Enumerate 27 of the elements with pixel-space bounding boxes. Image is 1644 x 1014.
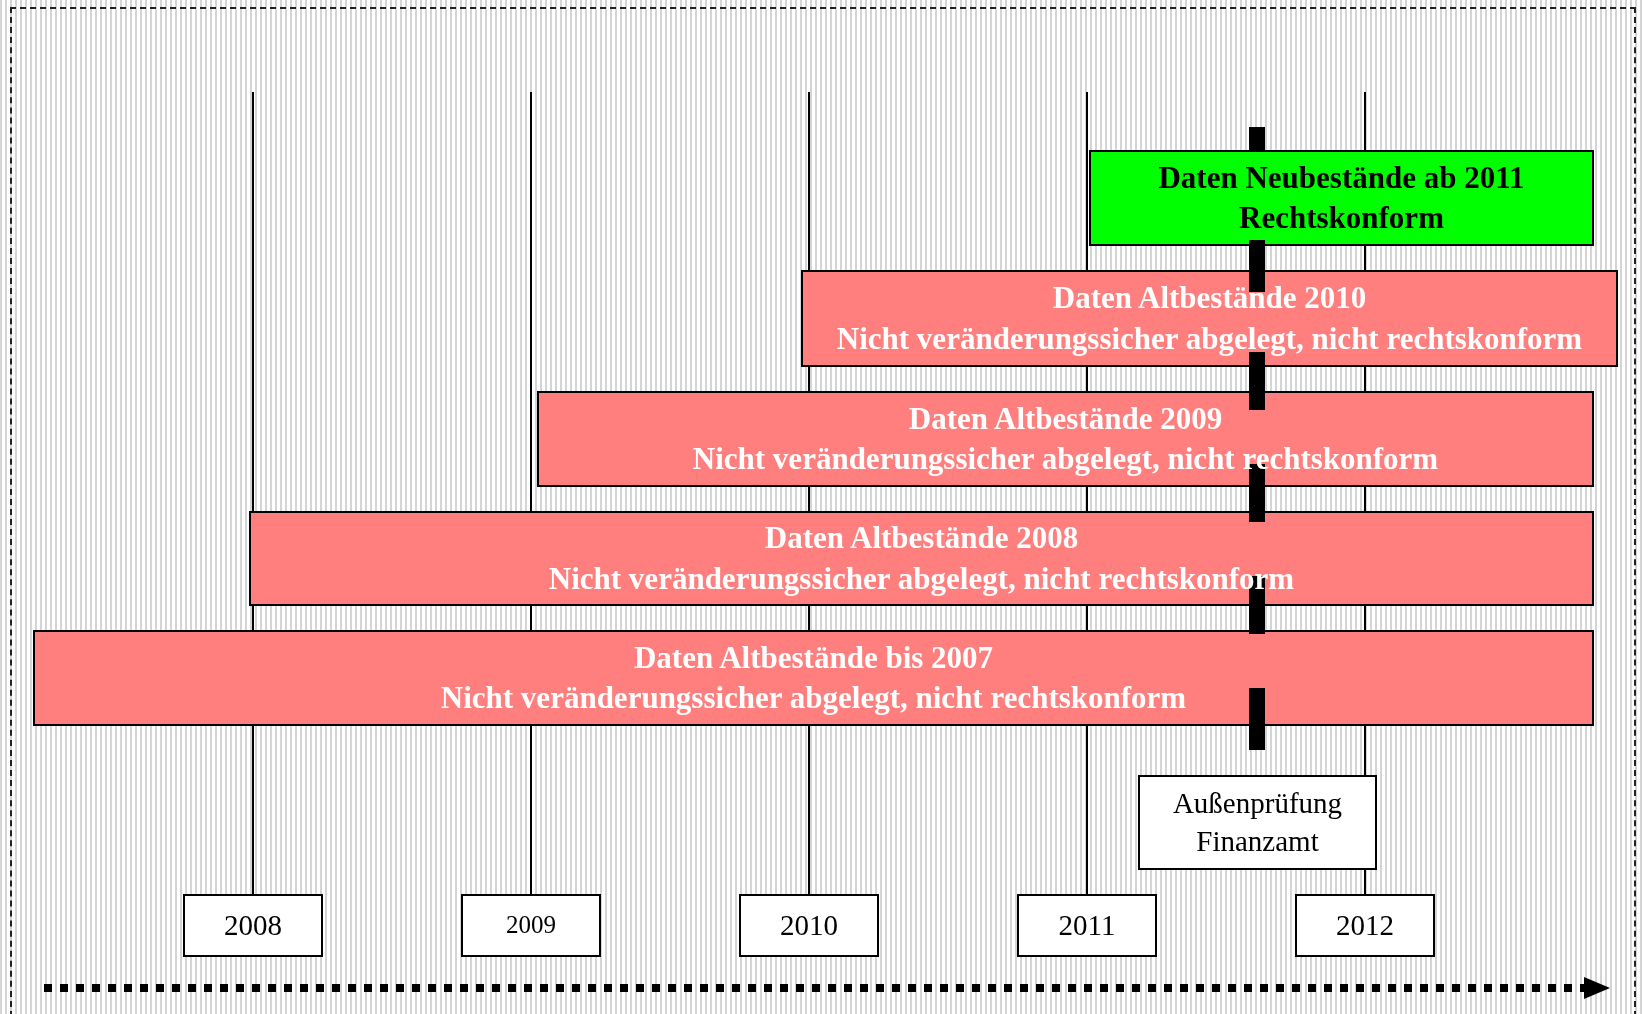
timeline-bar bbox=[33, 630, 1594, 726]
bar-title: Daten Altbestände 2008 bbox=[764, 519, 1079, 558]
bar-text: Nicht veränderungssicher abgelegt, nicht rechtskonform bbox=[692, 440, 1439, 478]
year-label: 2010 bbox=[780, 907, 838, 943]
timeline-bar bbox=[249, 511, 1594, 606]
bar-text: Nicht veränderungssicher abgelegt, nicht rechtskonform bbox=[440, 679, 1187, 717]
bar-title: Daten Altbestände 2010 bbox=[1052, 279, 1367, 318]
year-label: 2012 bbox=[1336, 907, 1394, 943]
bar-text: Nicht veränderungssicher abgelegt, nicht rechtskonform bbox=[548, 559, 1295, 598]
timeline-bar bbox=[1089, 150, 1594, 246]
bar-title: Daten Altbestände bis 2007 bbox=[633, 638, 994, 677]
year-box bbox=[461, 894, 601, 957]
bar-text: Rechtskonform bbox=[1239, 199, 1444, 237]
year-box bbox=[1295, 894, 1435, 957]
year-box bbox=[1017, 894, 1157, 957]
bar-title: Daten Neubestände ab 2011 bbox=[1158, 158, 1525, 197]
note-box bbox=[1138, 775, 1377, 870]
bar-text: Außenprüfung Finanzamt bbox=[1171, 785, 1344, 859]
year-label: 2011 bbox=[1058, 907, 1116, 943]
year-box bbox=[183, 894, 323, 957]
timeline-bar bbox=[537, 391, 1594, 487]
bar-text: Nicht veränderungssicher abgelegt, nicht rechtskonform bbox=[836, 319, 1583, 358]
year-label: 2008 bbox=[224, 907, 282, 943]
year-box bbox=[739, 894, 879, 957]
year-label: 2009 bbox=[506, 910, 556, 941]
bar-title: Daten Altbestände 2009 bbox=[908, 399, 1223, 438]
timeline-bar bbox=[801, 270, 1618, 367]
